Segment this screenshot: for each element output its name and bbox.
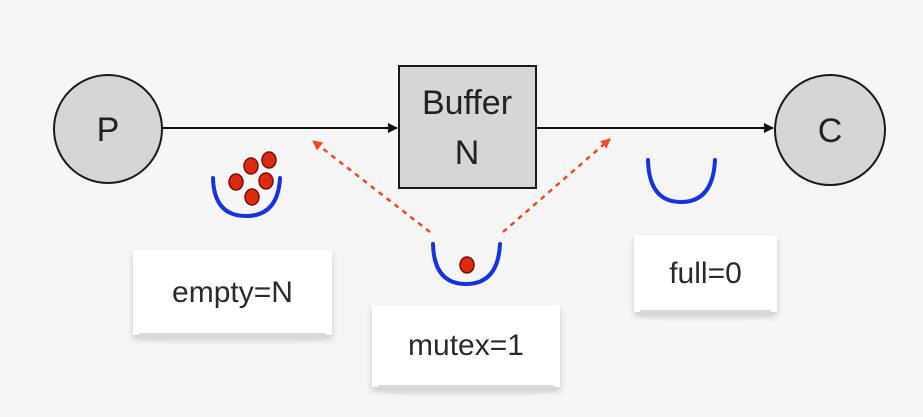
producer-label: P [97,111,120,149]
empty-token [261,151,277,169]
mutex-semaphore-bowl [431,242,502,287]
mutex-token [459,256,475,274]
buffer-node [398,65,537,189]
consumer-label: C [818,112,843,150]
buffer-title: Buffer [422,84,512,122]
full-semaphore-note: full=0 [634,235,777,322]
empty-token [243,157,259,175]
empty-semaphore-label: empty=N [172,275,293,309]
mutex-semaphore-label: mutex=1 [408,329,524,362]
empty-token [244,188,260,206]
empty-token [258,172,274,190]
full-semaphore-bowl [646,158,717,205]
empty-token [228,173,244,191]
mutex-to-output-dashed-arrow [502,138,611,233]
empty-semaphore-bowl [211,176,282,219]
full-semaphore-label: full=0 [669,256,742,290]
buffer-size: N [455,134,480,172]
empty-semaphore-note: empty=N [133,250,332,345]
mutex-semaphore-note: mutex=1 [372,305,560,397]
mutex-to-input-dashed-arrow [312,140,431,233]
consumer-node [774,74,886,186]
